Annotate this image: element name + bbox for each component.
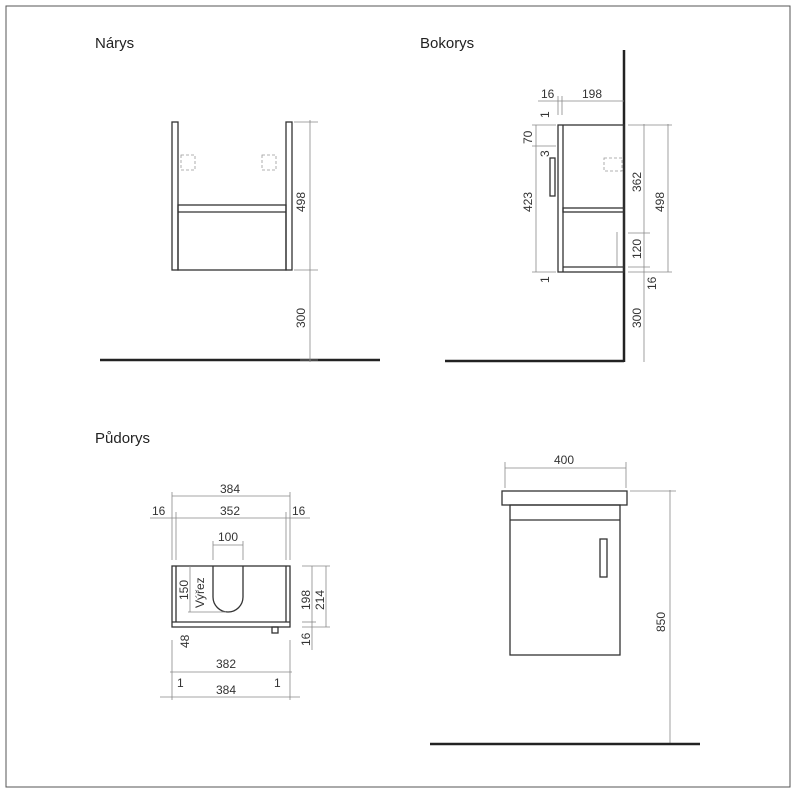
cutout-label: Výřez (193, 577, 207, 608)
dim-outer-bottom: 384 (216, 683, 236, 697)
dim-gap: 3 (538, 150, 552, 157)
dim-inner: 352 (220, 504, 240, 518)
frame-border (5, 5, 791, 788)
plan-view-title: Půdorys (95, 430, 150, 447)
front-view: Nárys 498 300 (95, 35, 380, 362)
dim-right-gap: 1 (274, 676, 281, 690)
door-handle (599, 538, 608, 578)
dim-depth: 198 (582, 87, 602, 101)
cutout (212, 566, 244, 613)
dim-depth-panel: 16 (541, 87, 555, 101)
foot (271, 626, 279, 634)
plan-view: Půdorys 384 16 352 16 100 150 Výřez 48 1… (95, 430, 330, 700)
dim-total: 498 (653, 192, 667, 212)
left-bracket (180, 154, 196, 171)
dim-lower: 120 (630, 239, 644, 259)
dim-front: 16 (299, 632, 313, 646)
dim-total-depth: 214 (313, 590, 327, 610)
dim-right-panel: 16 (292, 504, 306, 518)
dim-bottom-gap: 1 (538, 276, 552, 283)
drawer (177, 204, 287, 271)
dim-width: 400 (554, 453, 574, 467)
shelf (562, 207, 625, 213)
cabinet-side (557, 124, 625, 273)
overall-view: 400 850 (430, 453, 700, 746)
dim-left-panel: 16 (152, 504, 166, 518)
dim-mount: 300 (630, 308, 644, 328)
side-view: Bokorys 16 198 1 70 3 423 1 362 120 16 3… (420, 35, 672, 363)
right-side-panel (285, 121, 293, 271)
dim-front-width: 382 (216, 657, 236, 671)
left-side-panel (171, 121, 179, 271)
dim-offset: 48 (178, 634, 192, 648)
dim-cutout-width: 100 (218, 530, 238, 544)
dim-base: 16 (645, 276, 659, 290)
dim-height: 850 (654, 612, 668, 632)
dim-depth: 198 (299, 590, 313, 610)
dim-mount-height: 300 (294, 308, 308, 328)
dim-cutout-depth: 150 (177, 580, 191, 600)
dim-upper: 362 (630, 172, 644, 192)
dim-top-rail: 70 (521, 130, 535, 144)
dim-top-gap: 1 (538, 111, 552, 118)
bracket (603, 157, 623, 172)
side-view-title: Bokorys (420, 35, 474, 52)
dim-outer-top: 384 (220, 482, 240, 496)
dim-front-height: 423 (521, 192, 535, 212)
right-bracket (261, 154, 277, 171)
cabinet-front (509, 504, 621, 656)
dim-left-gap: 1 (177, 676, 184, 690)
handle (549, 157, 556, 197)
dim-height: 498 (294, 192, 308, 212)
cabinet-outline (171, 565, 291, 628)
front-view-title: Nárys (95, 35, 134, 52)
washbasin (501, 490, 628, 506)
